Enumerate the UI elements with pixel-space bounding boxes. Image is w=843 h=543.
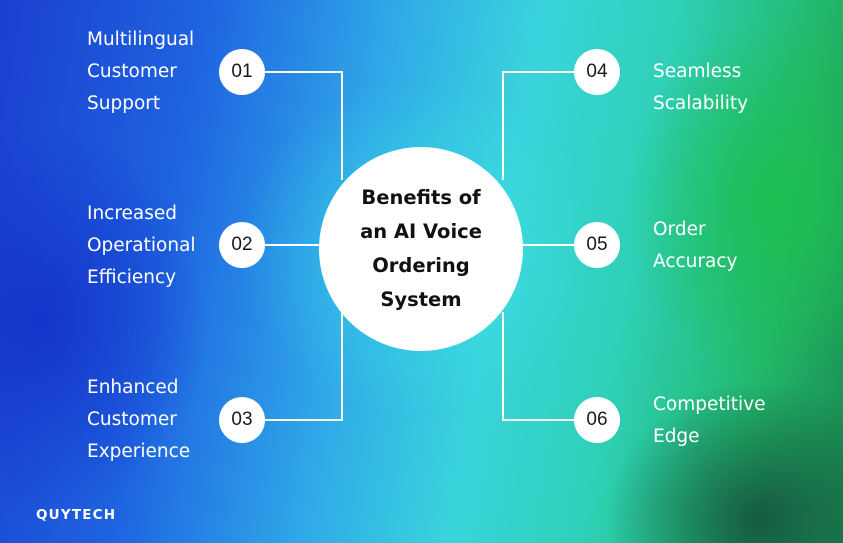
connector-03	[265, 312, 343, 421]
benefit-label-line: Enhanced	[87, 377, 179, 398]
center-hub: Benefits of an AI Voice Ordering System	[319, 147, 523, 351]
center-title-line: Benefits of	[361, 186, 481, 209]
benefit-label-line: Efficiency	[87, 267, 177, 288]
benefit-label-line: Multilingual	[87, 29, 195, 50]
benefit-label-line: Scalability	[653, 93, 749, 114]
center-title-line: System	[380, 288, 462, 311]
connector-01	[265, 71, 343, 180]
benefit-label-line: Customer	[87, 61, 177, 82]
benefit-label-line: Customer	[87, 409, 177, 430]
benefit-number-05: 05	[574, 222, 620, 268]
benefit-label-line: Experience	[87, 441, 191, 462]
center-title-line: an AI Voice	[360, 220, 482, 243]
benefit-label-04: Seamless Scalability	[653, 56, 748, 120]
benefit-label-line: Increased	[87, 203, 178, 224]
center-title: Benefits of an AI Voice Ordering System	[360, 181, 482, 317]
connector-04	[502, 71, 574, 180]
benefit-label-03: Enhanced Customer Experience	[87, 372, 190, 468]
benefit-label-02: Increased Operational Efficiency	[87, 198, 196, 294]
benefit-label-line: Operational	[87, 235, 196, 256]
benefit-number-03: 03	[219, 397, 265, 443]
benefit-label-line: Accuracy	[653, 251, 738, 272]
benefit-label-line: Edge	[653, 426, 700, 447]
benefit-label-line: Order	[653, 219, 706, 240]
benefit-label-06: Competitive Edge	[653, 389, 766, 453]
benefit-number-06: 06	[574, 397, 620, 443]
benefit-label-line: Competitive	[653, 394, 766, 415]
benefit-label-05: Order Accuracy	[653, 214, 737, 278]
benefit-label-line: Seamless	[653, 61, 742, 82]
benefit-label-line: Support	[87, 93, 161, 114]
benefit-number-04: 04	[574, 49, 620, 95]
benefit-label-01: Multilingual Customer Support	[87, 24, 194, 120]
center-title-line: Ordering	[372, 254, 470, 277]
connector-06	[502, 312, 574, 421]
benefit-number-01: 01	[219, 49, 265, 95]
benefit-number-02: 02	[219, 222, 265, 268]
brand-logo: QUYTECH	[36, 507, 117, 523]
